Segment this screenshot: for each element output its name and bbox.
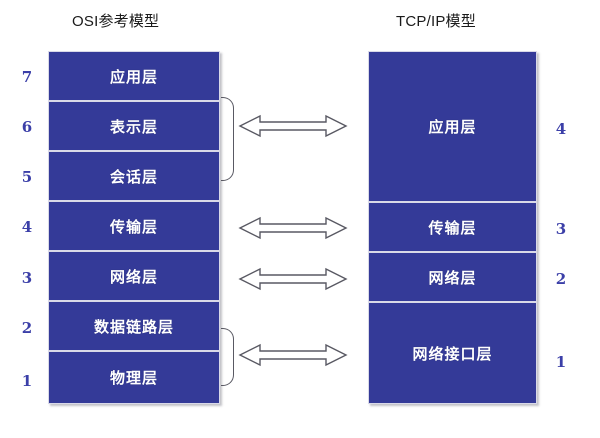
brace-osi-lower-layers: [221, 328, 234, 386]
tcpip-layer-stack: 应用层 传输层 网络层 网络接口层: [368, 51, 537, 404]
osi-layer-number-6: 6: [21, 118, 33, 136]
osi-layer-number-1: 1: [21, 372, 33, 390]
tcpip-layer-number-3: 3: [555, 220, 567, 238]
osi-layer-number-3: 3: [21, 269, 33, 287]
osi-model-title: OSI参考模型: [72, 13, 160, 30]
osi-layer-number-2: 2: [21, 319, 33, 337]
osi-layer-physical[interactable]: 物理层: [49, 352, 219, 403]
osi-layer-transport[interactable]: 传输层: [49, 202, 219, 252]
osi-layer-datalink[interactable]: 数据链路层: [49, 302, 219, 352]
brace-osi-upper-layers: [221, 97, 234, 181]
osi-layer-stack: 应用层 表示层 会话层 传输层 网络层 数据链路层 物理层: [48, 51, 220, 404]
tcpip-layer-number-1: 1: [555, 353, 567, 371]
mapping-arrow-network-interface: [238, 342, 348, 368]
tcpip-model-title: TCP/IP模型: [396, 13, 476, 30]
osi-layer-application[interactable]: 应用层: [49, 52, 219, 102]
mapping-arrow-application: [238, 113, 348, 139]
tcpip-layer-application[interactable]: 应用层: [369, 52, 536, 203]
tcpip-layer-internet[interactable]: 网络层: [369, 253, 536, 303]
tcpip-layer-number-4: 4: [555, 120, 567, 138]
osi-layer-network[interactable]: 网络层: [49, 252, 219, 302]
osi-layer-number-7: 7: [21, 68, 33, 86]
mapping-arrow-network: [238, 266, 348, 292]
tcpip-layer-transport[interactable]: 传输层: [369, 203, 536, 253]
osi-layer-number-5: 5: [21, 168, 33, 186]
osi-layer-number-4: 4: [21, 218, 33, 236]
osi-layer-presentation[interactable]: 表示层: [49, 102, 219, 152]
osi-layer-session[interactable]: 会话层: [49, 152, 219, 202]
tcpip-layer-number-2: 2: [555, 270, 567, 288]
mapping-arrow-transport: [238, 215, 348, 241]
tcpip-layer-network-interface[interactable]: 网络接口层: [369, 303, 536, 403]
